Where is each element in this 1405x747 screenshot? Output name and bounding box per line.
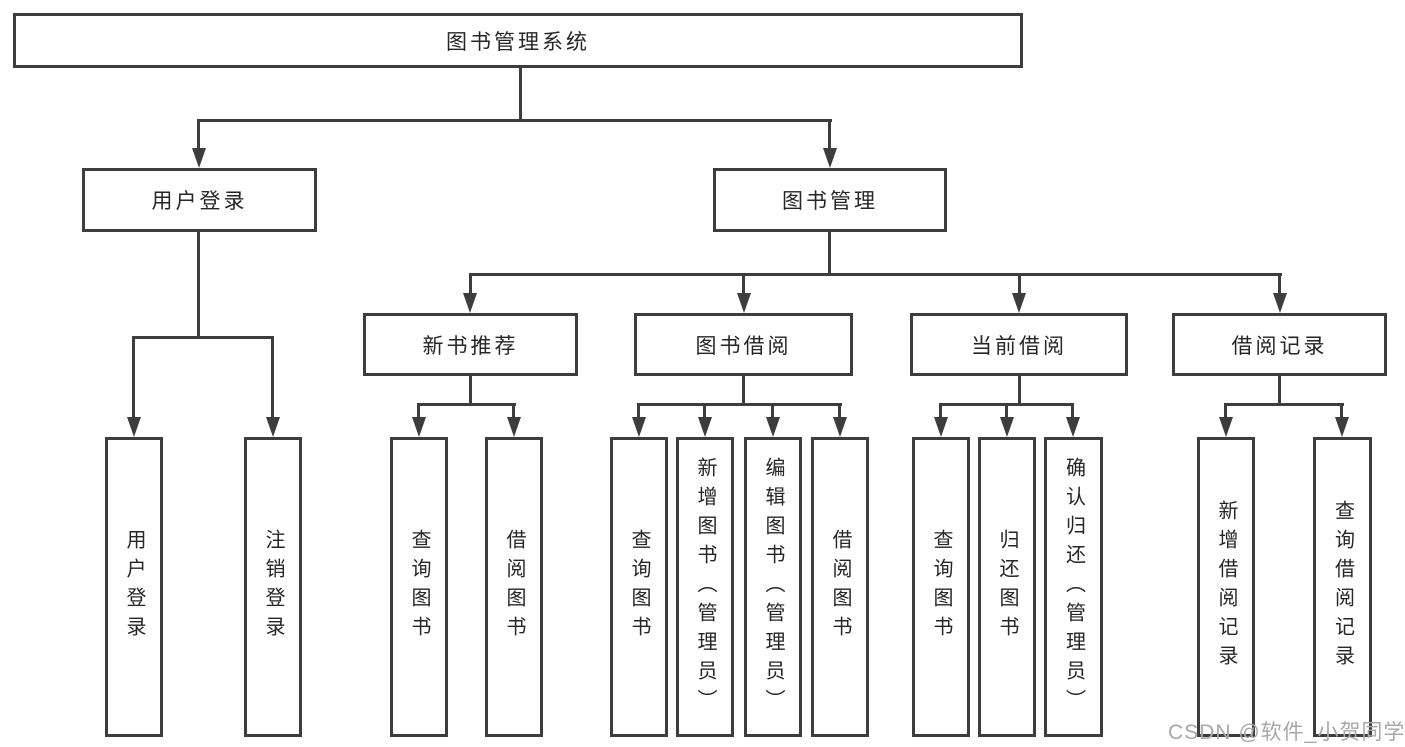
node-new-book-recommend: 新书推荐: [363, 313, 578, 376]
connector-current-stub: [1018, 376, 1021, 406]
leaf-add-borrow-record-label: 新增借阅记录: [1215, 500, 1237, 674]
connector-level3-branch: [469, 273, 1282, 276]
node-current-borrow-label: 当前借阅: [971, 334, 1067, 358]
connector-user-branch: [133, 336, 274, 339]
connector-book-mgmt-shaft: [828, 119, 831, 150]
connector-current-leaf2-shaft: [1005, 403, 1008, 419]
connector-borrow-leaf1-shaft: [637, 403, 640, 419]
arrow-current: [1012, 293, 1026, 313]
connector-user-stub: [197, 232, 200, 339]
node-borrow-records-label: 借阅记录: [1231, 334, 1328, 358]
connector-borrow-stub: [742, 376, 745, 406]
connector-borrow-leaf3-shaft: [771, 403, 774, 419]
node-borrow-records: 借阅记录: [1172, 313, 1387, 376]
connector-user-login-shaft: [197, 119, 200, 150]
arrow-current-leaf3: [1066, 417, 1080, 437]
root-node-label: 图书管理系统: [446, 30, 590, 54]
leaf-return-books-label: 归还图书: [996, 529, 1018, 645]
connector-recommend-branch: [418, 403, 516, 406]
connector-records-branch: [1224, 403, 1344, 406]
connector-records-stub: [1278, 376, 1281, 406]
leaf-add-book-admin: 新增图书（管理员）: [676, 437, 734, 737]
connector-current-leaf1-shaft: [939, 403, 942, 419]
leaf-add-borrow-record: 新增借阅记录: [1197, 437, 1255, 737]
connector-level2-branch: [198, 119, 832, 122]
connector-borrow-leaf4-shaft: [838, 403, 841, 419]
node-book-management-label: 图书管理: [782, 190, 878, 213]
arrow-recommend-leaf1: [412, 417, 426, 437]
arrow-records-leaf2: [1335, 417, 1349, 437]
leaf-current-query-books-label: 查询图书: [930, 529, 952, 645]
leaf-logout: 注销登录: [244, 437, 302, 737]
leaf-add-book-admin-label: 新增图书（管理员）: [694, 456, 716, 718]
connector-borrow-leaf2-shaft: [703, 403, 706, 419]
leaf-borrow-query-books-label: 查询图书: [628, 529, 650, 645]
connector-book-mgmt-stub: [828, 232, 831, 276]
leaf-recommend-borrow-books-label: 借阅图书: [503, 529, 525, 645]
root-node: 图书管理系统: [13, 13, 1023, 68]
leaf-edit-book-admin-label: 编辑图书（管理员）: [762, 456, 784, 718]
leaf-return-books: 归还图书: [978, 437, 1036, 737]
arrow-records-leaf1: [1219, 417, 1233, 437]
leaf-user-login-label: 用户登录: [123, 529, 145, 645]
node-user-login-label: 用户登录: [151, 190, 248, 213]
leaf-confirm-return-admin: 确认归还（管理员）: [1044, 437, 1103, 737]
connector-borrow-branch: [637, 403, 842, 406]
connector-recommend-stub: [469, 376, 472, 406]
connector-current-shaft: [1018, 273, 1021, 295]
leaf-user-login: 用户登录: [105, 437, 163, 737]
leaf-query-borrow-record: 查询借阅记录: [1313, 437, 1372, 737]
connector-records-leaf2-shaft: [1340, 403, 1343, 419]
arrow-recommend: [463, 293, 477, 313]
arrow-leaf-user-login: [127, 417, 141, 437]
arrow-user-login: [192, 148, 206, 168]
node-book-management: 图书管理: [713, 168, 947, 232]
node-new-book-recommend-label: 新书推荐: [422, 334, 519, 358]
leaf-confirm-return-admin-label: 确认归还（管理员）: [1062, 456, 1085, 718]
arrow-current-leaf1: [934, 417, 948, 437]
node-book-borrow: 图书借阅: [634, 313, 853, 376]
leaf-borrow-books-label: 借阅图书: [829, 529, 851, 645]
arrow-leaf-logout: [266, 417, 280, 437]
arrow-borrow: [737, 293, 751, 313]
leaf-recommend-query-books: 查询图书: [390, 437, 448, 737]
connector-records-shaft: [1278, 273, 1281, 295]
leaf-borrow-query-books: 查询图书: [610, 437, 668, 737]
connector-leaf-user-login-shaft: [132, 336, 135, 419]
connector-records-leaf1-shaft: [1224, 403, 1227, 419]
connector-recommend-shaft: [469, 273, 472, 295]
arrow-borrow-leaf2: [698, 417, 712, 437]
connector-recommend-leaf2-shaft: [512, 403, 515, 419]
arrow-records: [1273, 293, 1287, 313]
leaf-logout-label: 注销登录: [262, 529, 284, 645]
arrow-borrow-leaf4: [833, 417, 847, 437]
connector-current-leaf3-shaft: [1071, 403, 1074, 419]
node-current-borrow: 当前借阅: [910, 313, 1128, 376]
arrow-recommend-leaf2: [507, 417, 521, 437]
arrow-borrow-leaf1: [632, 417, 646, 437]
arrow-borrow-leaf3: [766, 417, 780, 437]
node-user-login: 用户登录: [82, 168, 317, 232]
connector-recommend-leaf1-shaft: [417, 403, 420, 419]
leaf-recommend-query-books-label: 查询图书: [408, 529, 430, 645]
leaf-current-query-books: 查询图书: [912, 437, 970, 737]
connector-root-stub: [519, 68, 522, 119]
leaf-recommend-borrow-books: 借阅图书: [485, 437, 543, 737]
leaf-borrow-books: 借阅图书: [811, 437, 869, 737]
arrow-book-mgmt: [823, 148, 837, 168]
arrow-current-leaf2: [1000, 417, 1014, 437]
leaf-query-borrow-record-label: 查询借阅记录: [1331, 500, 1354, 674]
connector-leaf-logout-shaft: [271, 336, 274, 419]
watermark-text: CSDN @软件_小贺同学: [1168, 721, 1405, 744]
node-book-borrow-label: 图书借阅: [695, 334, 792, 358]
connector-borrow-shaft: [742, 273, 745, 295]
leaf-edit-book-admin: 编辑图书（管理员）: [744, 437, 802, 737]
